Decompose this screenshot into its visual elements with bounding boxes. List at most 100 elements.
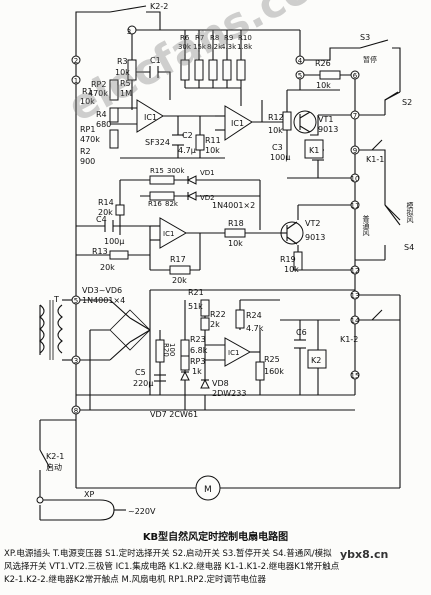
- label-r12: R12: [268, 113, 284, 122]
- label-s2: S2: [402, 98, 412, 107]
- value-vt1: 9013: [318, 125, 338, 134]
- potentiometer-rp2: [109, 79, 119, 101]
- resistor-r13: [109, 250, 129, 260]
- switch-s3: [359, 39, 389, 49]
- diode-vd7: [180, 370, 190, 381]
- label-r2: R2: [80, 147, 91, 156]
- resistor-r20: [155, 339, 165, 363]
- label-ic1d: IC1: [228, 349, 239, 357]
- value-c2: 4.7μ: [178, 146, 196, 155]
- label-c5: C5: [135, 368, 146, 377]
- node-2: 2: [74, 57, 78, 65]
- label-r22: R22: [210, 310, 226, 319]
- label-r5: R5: [120, 79, 131, 88]
- node-13: 13: [351, 292, 360, 300]
- site-tag: ybx8.cn: [340, 548, 389, 561]
- label-rp1: RP1: [80, 125, 95, 134]
- label-c6: C6: [296, 328, 307, 337]
- value-rp1: 470k: [80, 135, 100, 144]
- label-r10: R10: [238, 34, 252, 42]
- value-r12: 10k: [268, 126, 283, 135]
- resistor-r24: [235, 309, 245, 329]
- label-r15: R15: [150, 167, 164, 175]
- value-r20: 100: [168, 343, 176, 356]
- resistor-r18: [224, 228, 246, 238]
- value-r11: 10k: [205, 146, 220, 155]
- value-r24: 4.7k: [246, 324, 264, 333]
- value-r13: 20k: [100, 263, 115, 272]
- value-c4: 100μ: [104, 237, 124, 246]
- value-r14: 20k: [98, 208, 113, 217]
- resistor-r23: [180, 339, 190, 357]
- value-rp3: 1k: [192, 367, 202, 376]
- value-c5: 220μ: [133, 379, 153, 388]
- motor-m: [195, 475, 221, 501]
- label-1n4001x2: 1N4001×2: [212, 201, 255, 210]
- component-labels: K2-2 S3 暂停 S2 S4 R6 R7 R8 R9 R10 30k 15k…: [46, 2, 414, 516]
- switch-k2-1: [39, 449, 51, 469]
- value-r9: 4.3k: [221, 43, 237, 51]
- potentiometer-rp1: [109, 129, 119, 149]
- node-14: 14: [351, 317, 360, 325]
- label-c4: C4: [96, 215, 107, 224]
- resistor-r4: [109, 107, 119, 123]
- node-terminals: [36, 25, 360, 504]
- label-ic1b: IC1: [231, 119, 244, 128]
- label-r20: R20: [162, 343, 170, 357]
- op-amps: [136, 99, 253, 367]
- value-r7: 15k: [193, 43, 207, 51]
- label-r9: R9: [224, 34, 233, 42]
- label-r6: R6: [180, 34, 190, 42]
- value-rp2: 470k: [88, 89, 108, 98]
- value-c3: 100μ: [270, 153, 290, 162]
- label-rp2: RP2: [91, 80, 106, 89]
- node-3: 3: [127, 28, 131, 36]
- contact-k1-2: [371, 309, 383, 321]
- contact-k1-1: [371, 139, 383, 151]
- transistors: [280, 110, 317, 245]
- label-r19: R19: [280, 255, 296, 264]
- legend-line-1: XP.电源插头 T.电源变压器 S1.定时选择开关 S2.启动开关 S3.暂停开…: [4, 549, 332, 559]
- node-1: 1: [74, 77, 78, 85]
- value-r6: 30k: [178, 43, 192, 51]
- resistor-r7: [194, 59, 204, 81]
- label-vd8: VD8: [212, 379, 229, 388]
- value-r4: 680: [96, 120, 111, 129]
- label-moni-feng: 模拟风: [406, 201, 414, 224]
- label-k1-1: K1-1: [366, 155, 384, 164]
- label-r24: R24: [246, 311, 262, 320]
- label-r13: R13: [92, 247, 108, 256]
- node-9: 9: [353, 147, 357, 155]
- value-r8: 8.2k: [207, 43, 223, 51]
- value-r17: 20k: [172, 276, 187, 285]
- legend-line-3: K2-1.K2-2.继电器K2常开触点 M.风扇电机 RP1.RP2.定时调节电…: [4, 575, 267, 585]
- label-s3: S3: [360, 33, 370, 42]
- node-6: 6: [353, 72, 358, 80]
- value-r3: 10k: [115, 68, 130, 77]
- transistor-vt1: [293, 110, 317, 134]
- transformer-t: [39, 299, 76, 361]
- value-vd8: 2DW233: [212, 389, 246, 398]
- label-qidong: 启动: [46, 462, 62, 472]
- resistors: [109, 59, 341, 381]
- label-s4: S4: [404, 243, 414, 252]
- legend-line-2: 风选择开关 VT1.VT2.三极管 IC1.集成电路 K1.K2.继电器 K1-…: [4, 562, 340, 572]
- label-k2-2: K2-2: [150, 2, 168, 11]
- label-r18: R18: [228, 219, 244, 228]
- node-8: 8: [74, 407, 78, 415]
- label-r14: R14: [98, 198, 114, 207]
- node-t5: 5: [74, 297, 78, 305]
- label-vt1: VT1: [318, 115, 333, 124]
- label-r16: R16: [148, 200, 162, 208]
- resistor-r11: [195, 134, 205, 151]
- label-zanting: 暂停: [363, 55, 377, 64]
- diodes: [180, 175, 210, 389]
- node-7: 7: [353, 112, 357, 120]
- resistor-r12: [282, 111, 292, 131]
- node-5: 5: [298, 72, 302, 80]
- value-r15: 300k: [167, 167, 185, 175]
- node-15: 15: [351, 372, 360, 380]
- resistor-r25: [255, 361, 265, 381]
